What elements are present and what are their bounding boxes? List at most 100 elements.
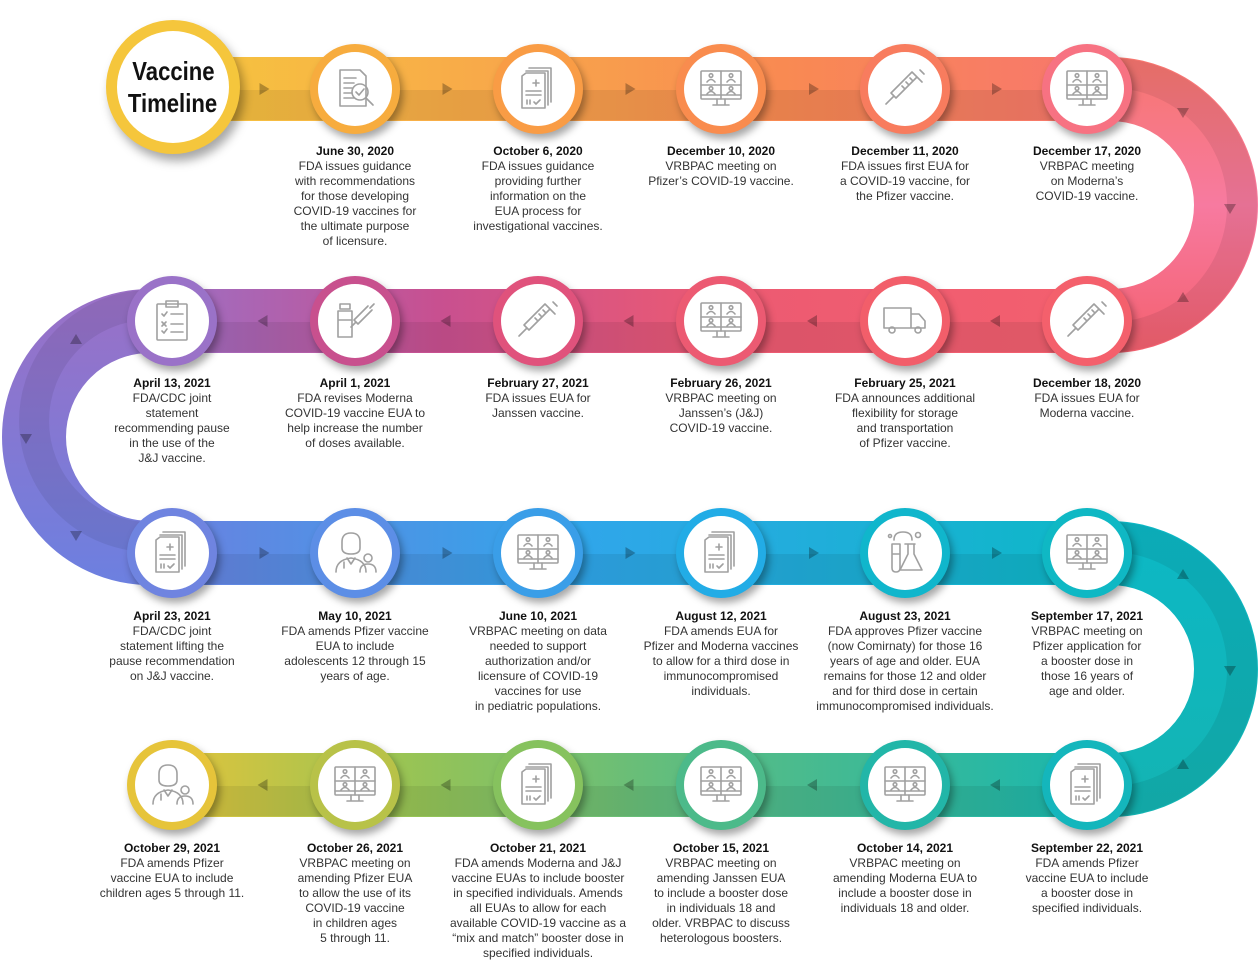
event-text-line: specified individuals. [1031,901,1143,915]
event-text-line: amending Janssen EUA [656,871,786,885]
event-text-line: EUA process for [494,204,582,218]
event-text-line: COVID-19 vaccine. [1035,189,1139,203]
event-marker [310,44,400,134]
event-text-line: vaccine EUA to include [1025,871,1149,885]
event-date: August 12, 2021 [675,609,767,623]
event-text-line: Pfizer application for [1032,639,1142,653]
event-text-line: specified individuals. [482,946,594,960]
video-conference-icon [318,748,392,822]
event-text-line: of licensure. [322,234,388,248]
syringe-icon [501,284,575,358]
direction-arrow-icon [1177,108,1189,118]
video-conference-icon [684,52,758,126]
event-text-line: “mix and match” booster dose in [452,931,624,945]
document-stack-icon [501,52,575,126]
event-text-line: J&J vaccine. [138,451,206,465]
event-text-line: the ultimate purpose [300,219,410,233]
event-text-line: EUA to include [315,639,395,653]
event-marker [127,740,217,830]
direction-arrow-icon [1177,569,1189,579]
event-text-line: on J&J vaccine. [129,669,215,683]
event-marker [127,276,217,366]
direction-arrow-icon [259,547,270,559]
event-text-line: a booster dose in [1040,886,1134,900]
direction-arrow-icon [70,531,82,541]
event-text-line: of Pfizer vaccine. [859,436,951,450]
event-marker [1042,508,1132,598]
event-text-line: years of age and older. EUA [829,654,981,668]
event-text-line: for those developing [300,189,410,203]
direction-arrow-icon [623,315,634,327]
event-text-line: FDA approves Pfizer vaccine [827,624,983,638]
syringe-icon [1050,284,1124,358]
event-text-line: information on the [489,189,587,203]
event-text-line: FDA amends Pfizer vaccine [281,624,429,638]
direction-arrow-icon [70,334,82,344]
event-date: June 30, 2020 [315,144,395,158]
event-date: October 14, 2021 [856,841,954,855]
syringe-icon [868,52,942,126]
event-text-line: FDA amends Moderna and J&J [454,856,622,870]
event-text-line: FDA issues EUA for [485,391,591,405]
direction-arrow-icon [442,547,453,559]
video-conference-icon [1050,52,1124,126]
event-marker [493,276,583,366]
event-text-line: age and older. [1048,684,1126,698]
event-text-line: statement lifting the [119,639,225,653]
event-marker [1042,740,1132,830]
event-text-line: vaccine EUA to include [110,871,234,885]
video-conference-icon [1050,516,1124,590]
event-text-line: Pfizer and Moderna vaccines [643,639,799,653]
event-text-line: children ages 5 through 11. [99,886,245,900]
title-badge: Vaccine Timeline [106,20,240,154]
event-text-line: older. VRBPAC to discuss [652,916,790,930]
direction-arrow-icon [257,779,268,791]
event-text-line: FDA revises Moderna [297,391,413,405]
event-marker [860,740,950,830]
event-text-line: individuals. [691,684,751,698]
direction-arrow-icon [623,779,634,791]
direction-arrow-icon [442,83,453,95]
video-conference-icon [684,284,758,358]
direction-arrow-icon [440,315,451,327]
event-text-line: VRBPAC meeting on [665,856,777,870]
event-marker [310,276,400,366]
direction-arrow-icon [992,83,1002,95]
direction-arrow-icon [1177,759,1189,769]
event-text-line: FDA issues first EUA for [840,159,970,173]
event-text-line: authorization and/or [484,654,592,668]
event-text-line: Pfizer’s COVID-19 vaccine. [648,174,794,188]
event-date: June 10, 2021 [498,609,578,623]
event-marker [493,44,583,134]
event-date: December 11, 2020 [851,144,959,158]
event-text-line: FDA amends Pfizer [1035,856,1139,870]
event-marker [676,44,766,134]
event-marker [493,740,583,830]
event-text-line: Janssen vaccine. [491,406,585,420]
direction-arrow-icon [807,315,817,327]
event-text-line: heterologous boosters. [659,931,783,945]
event-text-line: in pediatric populations. [474,699,602,713]
event-text-line: licensure of COVID-19 [477,669,599,683]
event-text-line: COVID-19 vaccine. [669,421,773,435]
event-text-line: COVID-19 vaccine EUA to [284,406,426,420]
event-text-line: vaccines for use [494,684,582,698]
event-text-line: Janssen’s (J&J) [678,406,764,420]
event-text-line: FDA amends EUA for [663,624,779,638]
event-text-line: include a booster dose in [838,886,972,900]
event-text-line: Moderna vaccine. [1039,406,1135,420]
direction-arrow-icon [1177,292,1189,302]
